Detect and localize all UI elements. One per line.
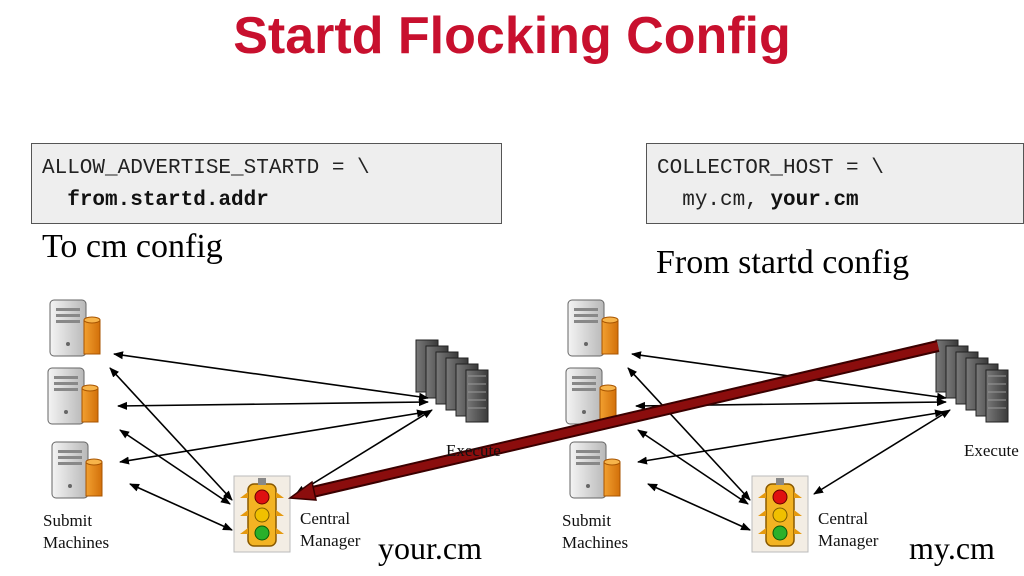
pool-arrows (109, 351, 433, 531)
to-cm-config-caption: To cm config (42, 228, 223, 265)
submit-machine-icon (567, 299, 619, 357)
flocking-arrow (287, 340, 940, 501)
submit-machine-icon (49, 299, 101, 357)
submit-machine-icon (569, 441, 621, 499)
left-pool (47, 299, 489, 553)
config-value: your.cm (770, 189, 859, 212)
submit-machine-icon (565, 367, 617, 425)
collector-host-config-box: COLLECTOR_HOST = \ my.cm, your.cm (646, 143, 1024, 224)
central-manager-traffic-light-icon (751, 475, 809, 553)
config-line-1: ALLOW_ADVERTISE_STARTD = \ (42, 157, 370, 180)
config-value-prefix: my.cm, (682, 189, 771, 212)
central-manager-traffic-light-icon (233, 475, 291, 553)
submit-machine-icon (51, 441, 103, 499)
from-startd-config-caption: From startd config (656, 244, 910, 281)
central-manager-label: Central Manager (300, 509, 361, 550)
my-cm-host-label: my.cm (909, 530, 995, 566)
allow-advertise-startd-config-box: ALLOW_ADVERTISE_STARTD = \ from.startd.a… (31, 143, 502, 224)
submit-machines-label: Submit Machines (43, 511, 110, 552)
execute-cluster-icon (935, 339, 1009, 423)
execute-label: Execute (964, 441, 1019, 460)
execute-label: Execute (446, 441, 501, 460)
config-line-1: COLLECTOR_HOST = \ (657, 157, 884, 180)
your-cm-host-label: your.cm (378, 530, 482, 566)
submit-machines-label: Submit Machines (562, 511, 629, 552)
right-pool (565, 299, 1009, 553)
central-manager-label: Central Manager (818, 509, 879, 550)
config-value: from.startd.addr (67, 189, 269, 212)
slide-title: Startd Flocking Config (233, 7, 791, 65)
submit-machine-icon (47, 367, 99, 425)
execute-cluster-icon (415, 339, 489, 423)
